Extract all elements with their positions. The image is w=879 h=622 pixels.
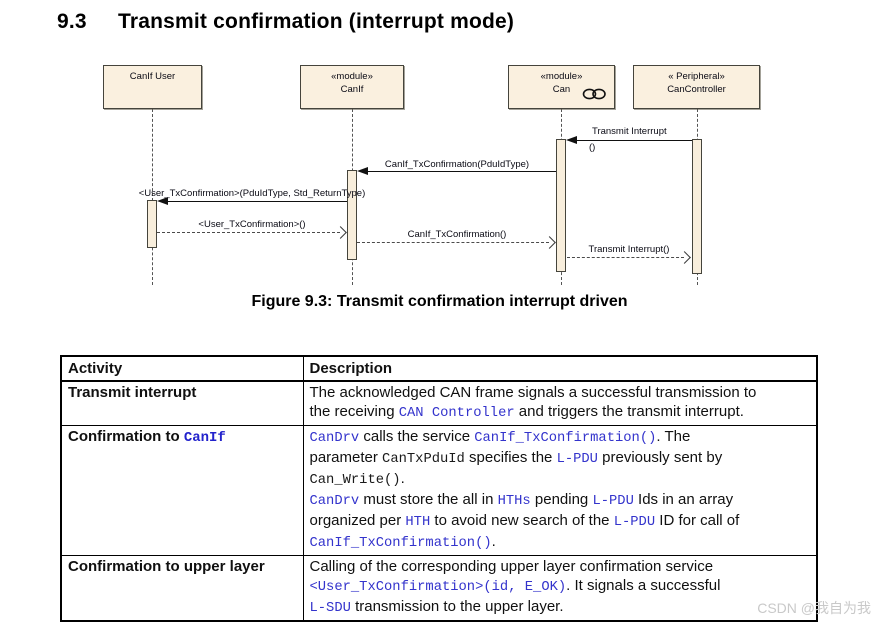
- table-header-activity: Activity: [60, 355, 304, 382]
- description-cell: The acknowledged CAN frame signals a suc…: [302, 380, 818, 426]
- actor-canif-user: CanIf User: [103, 65, 202, 109]
- watermark: CSDN @我自为我: [757, 600, 871, 616]
- activity-cell: Confirmation to CanIf: [60, 425, 304, 556]
- section-heading: 9.3 Transmit confirmation (interrupt mod…: [57, 10, 514, 34]
- message-line-user-txconfirmation: [168, 201, 347, 202]
- message-label-user-txconfirmation: <User_TxConfirmation>(PduIdType, Std_Ret…: [138, 188, 366, 199]
- message-line-transmit-interrupt: [577, 140, 692, 141]
- actor-name: CanIf User: [129, 71, 176, 82]
- return-label-user-txconfirmation: <User_TxConfirmation>(): [198, 219, 306, 230]
- table-row: Confirmation to CanIf CanDrv calls the s…: [60, 425, 818, 556]
- message-label-canif-txconfirmation: CanIf_TxConfirmation(PduIdType): [384, 159, 530, 170]
- arrowhead-icon: [357, 167, 368, 175]
- return-label-canif-txconfirmation: CanIf_TxConfirmation(): [407, 229, 507, 240]
- activity-cell: Confirmation to upper layer: [60, 555, 304, 622]
- table-header-row: Activity Description: [60, 355, 818, 382]
- activity-table: Activity Description Transmit interrupt …: [60, 355, 818, 622]
- return-line-canif-txconfirmation: [357, 242, 549, 243]
- message-label-transmit-interrupt: Transmit Interrupt: [592, 126, 667, 137]
- figure-caption: Figure 9.3: Transmit confirmation interr…: [251, 293, 628, 310]
- page-title: Transmit confirmation (interrupt mode): [118, 10, 515, 33]
- actor-name: Can: [552, 84, 571, 95]
- link-circles-icon: [582, 88, 607, 104]
- section-number: 9.3: [57, 10, 87, 33]
- actor-can: «module» Can: [508, 65, 615, 109]
- activity-cell: Transmit interrupt: [60, 380, 304, 426]
- activation-canif-user: [147, 200, 157, 248]
- actor-stereotype: «module»: [540, 71, 583, 82]
- table-header-description: Description: [302, 355, 818, 382]
- activation-can: [556, 139, 566, 272]
- activation-cancontroller: [692, 139, 702, 274]
- actor-name: CanController: [667, 84, 726, 95]
- actor-stereotype: « Peripheral»: [668, 71, 725, 82]
- lifeline-canif-user: [152, 109, 153, 285]
- message-line-canif-txconfirmation: [368, 171, 556, 172]
- actor-cancontroller: « Peripheral» CanController: [633, 65, 760, 109]
- table-row: Confirmation to upper layer Calling of t…: [60, 555, 818, 622]
- actor-canif: «module» CanIf: [300, 65, 404, 109]
- actor-name: CanIf: [340, 84, 364, 95]
- return-line-transmit-interrupt: [567, 257, 684, 258]
- description-cell: Calling of the corresponding upper layer…: [302, 555, 818, 622]
- actor-stereotype: «module»: [331, 71, 373, 82]
- arrowhead-icon: [157, 197, 168, 205]
- message-label-transmit-interrupt-args: (): [589, 142, 596, 153]
- activation-canif: [347, 170, 357, 260]
- table-row: Transmit interrupt The acknowledged CAN …: [60, 380, 818, 426]
- description-cell: CanDrv calls the service CanIf_TxConfirm…: [302, 425, 818, 556]
- return-line-user-txconfirmation: [157, 232, 340, 233]
- arrowhead-icon: [566, 136, 577, 144]
- return-label-transmit-interrupt: Transmit Interrupt(): [588, 244, 670, 255]
